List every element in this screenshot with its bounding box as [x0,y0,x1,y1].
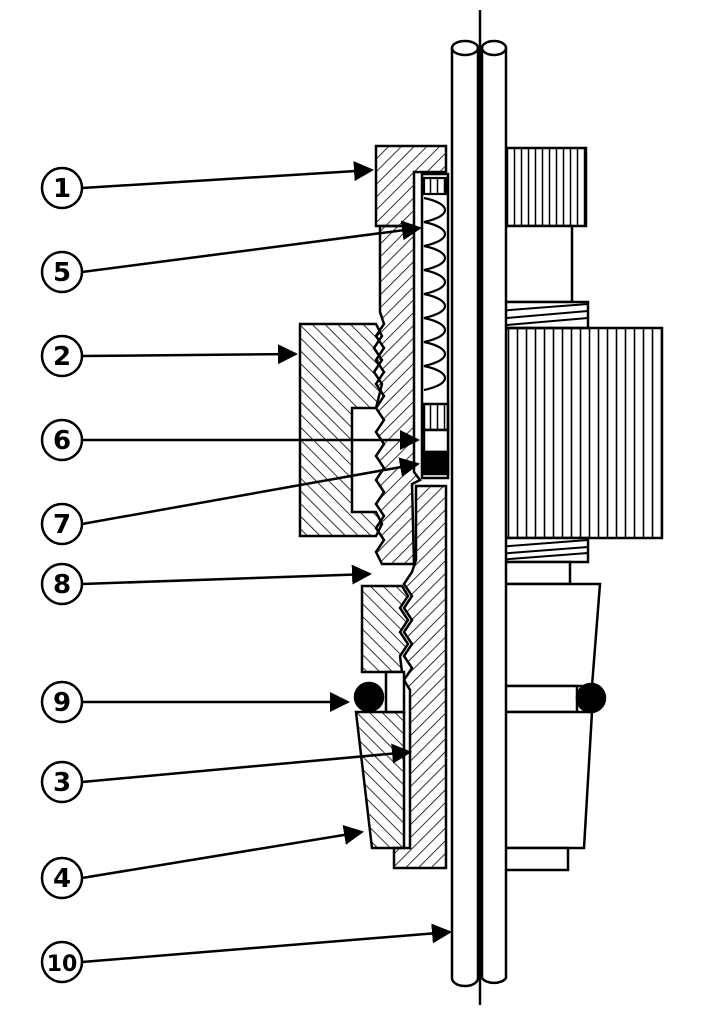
part-9-oring [353,681,385,713]
section-view [298,144,450,870]
callout-2-label: 2 [53,342,71,372]
external-oring [575,682,607,714]
part-3-inner-sleeve [392,484,448,870]
part-4-tapered-nut-lower [354,710,406,850]
part-1-cap [374,144,448,228]
threaded-body [374,224,422,566]
callout-3-label: 3 [53,768,71,798]
callout-1: 1 [40,161,374,210]
callout-5: 5 [40,220,422,294]
callout-6: 6 [40,418,420,462]
part-5-spring [422,176,448,392]
callout-6-label: 6 [53,426,71,456]
callout-9-label: 9 [53,688,71,718]
callout-4: 4 [40,825,364,900]
callout-10-label: 10 [47,952,78,977]
callout-5-label: 5 [53,258,71,288]
callout-2: 2 [40,334,298,378]
part-6-valve-element [422,402,450,454]
part-4-tapered-nut-upper [360,584,410,674]
callout-8: 8 [40,562,372,606]
part-2-large-nut [298,322,384,538]
rod [450,10,508,1005]
part-7-seal [422,450,450,476]
callout-8-label: 8 [53,570,71,600]
part-4-gap [384,670,406,714]
callout-1-label: 1 [53,174,71,204]
callout-7-label: 7 [53,510,71,540]
callout-9: 9 [40,680,350,724]
external-view [480,146,664,872]
callout-3: 3 [40,743,412,804]
callout-7: 7 [40,457,420,546]
external-large-nut-knurl [480,326,664,540]
callouts: 1 5 2 6 7 8 [40,161,452,984]
callout-4-label: 4 [53,864,71,894]
callout-10: 10 [40,923,452,984]
